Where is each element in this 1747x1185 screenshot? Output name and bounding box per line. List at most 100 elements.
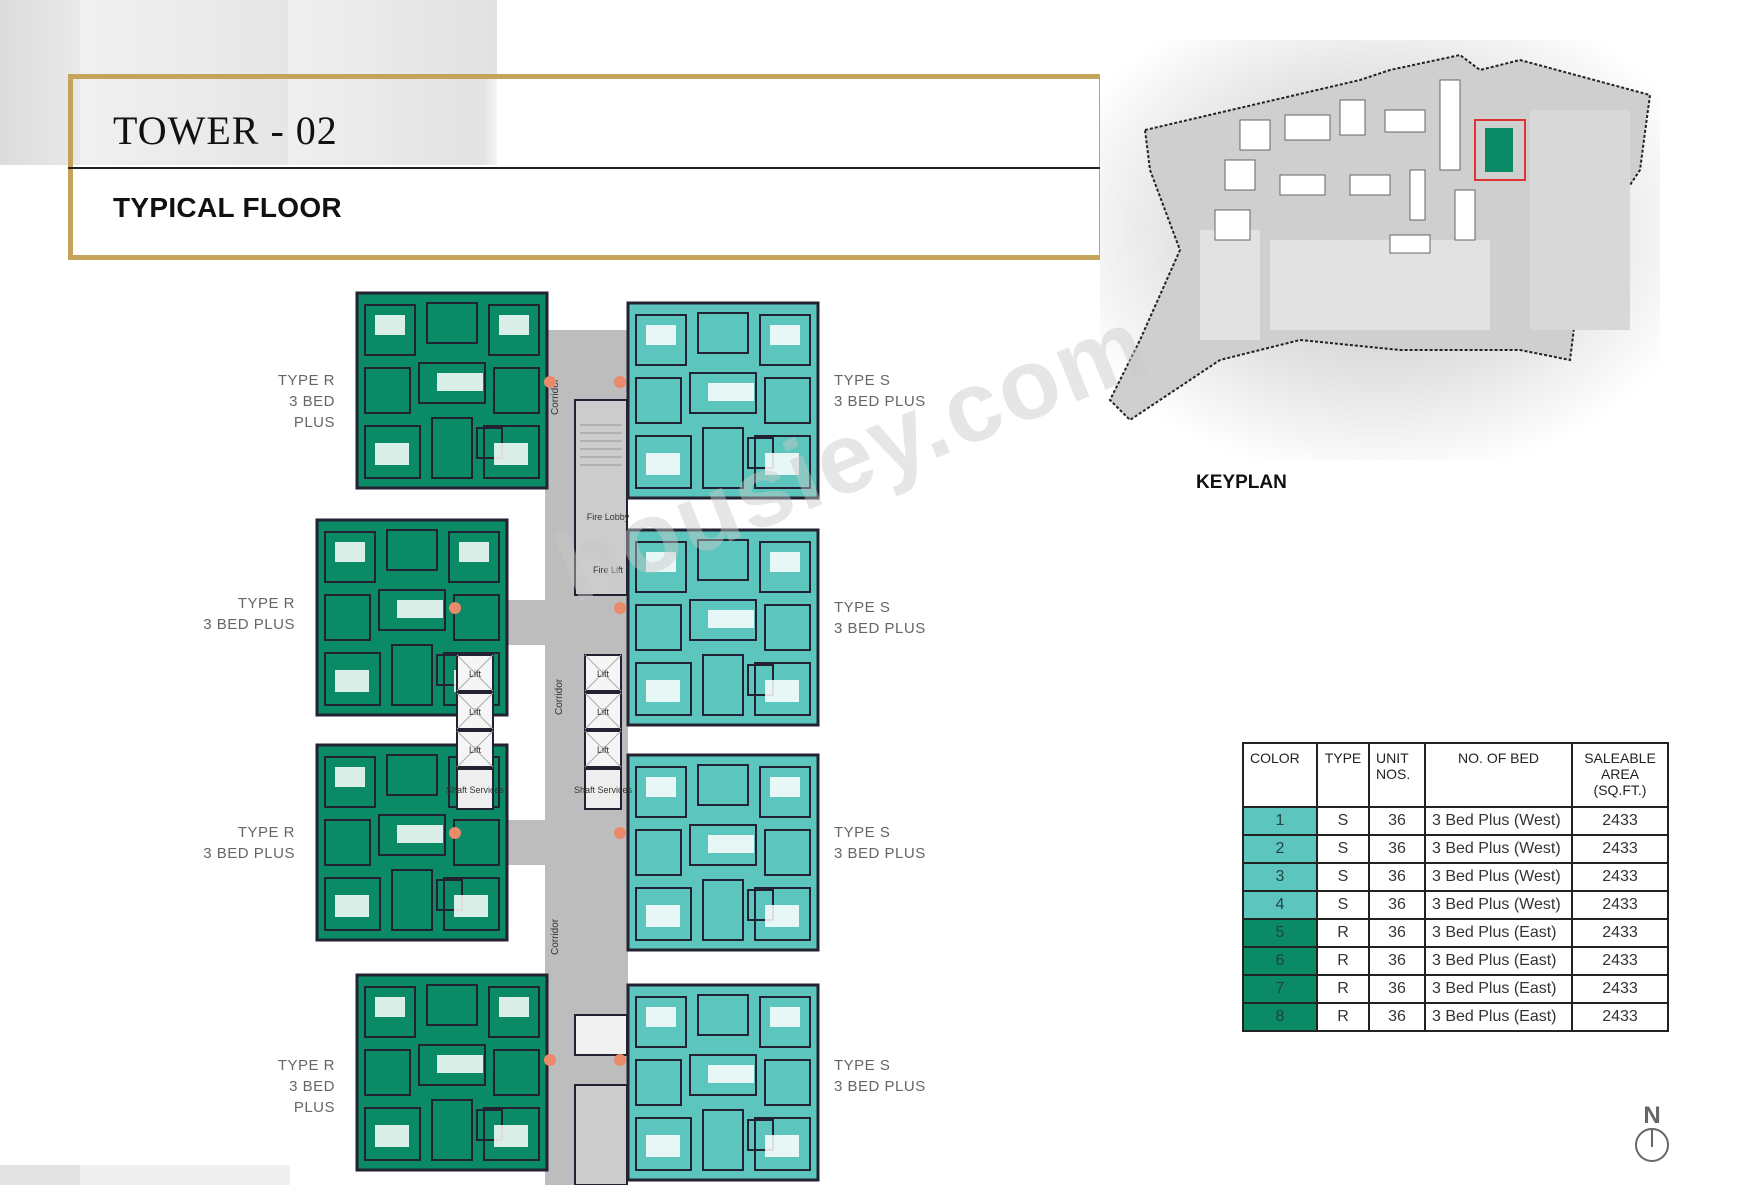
unit-plan-1 — [355, 291, 549, 490]
col-type: TYPE — [1316, 742, 1370, 808]
unit-entry-marker — [449, 827, 461, 839]
unit-type: TYPE R — [237, 824, 295, 841]
unit-plan-8 — [626, 983, 820, 1182]
keyplan-label: KEYPLAN — [1196, 472, 1287, 493]
cell-units: 36 — [1368, 862, 1426, 892]
cell-bed: 3 Bed Plus (East) — [1424, 1002, 1573, 1032]
cell-units: 36 — [1368, 946, 1426, 976]
unit-desc: 3 BED PLUS — [834, 393, 926, 410]
shaft-label: Shaft Services — [574, 785, 633, 795]
cell-units: 36 — [1368, 918, 1426, 948]
cell-bed: 3 Bed Plus (West) — [1424, 806, 1573, 836]
lift-label: Lift — [469, 745, 482, 755]
cell-units: 36 — [1368, 806, 1426, 836]
unit-type: TYPE S — [834, 372, 891, 389]
lift-label: Lift — [597, 707, 610, 717]
corridor-label: Corridor — [550, 918, 561, 955]
unit-desc: 3 BED PLUS — [289, 393, 335, 431]
unit-type: TYPE R — [277, 372, 335, 389]
fire-lobby-label: Fire Lobby — [587, 512, 630, 522]
north-label: N — [1643, 1102, 1661, 1129]
cell-area: 2433 — [1571, 946, 1669, 976]
corridor-label: Corridor — [554, 678, 565, 715]
unit-plan-7 — [626, 753, 820, 952]
unit-table: COLOR TYPE UNIT NOS. NO. OF BED SALEABLE… — [1242, 742, 1669, 1032]
cell-bed: 3 Bed Plus (East) — [1424, 946, 1573, 976]
cell-color: 7 — [1242, 974, 1318, 1004]
cell-type: S — [1316, 862, 1370, 892]
col-bed: NO. OF BED — [1424, 742, 1573, 808]
cell-color: 6 — [1242, 946, 1318, 976]
cell-color: 3 — [1242, 862, 1318, 892]
north-arrow: N — [1633, 1102, 1671, 1168]
cell-area: 2433 — [1571, 1002, 1669, 1032]
cell-area: 2433 — [1571, 918, 1669, 948]
cell-bed: 3 Bed Plus (West) — [1424, 834, 1573, 864]
unit-label-2: TYPE S 3 BED PLUS — [834, 597, 926, 639]
corridor-label: Corridor — [550, 378, 561, 415]
header-box: TOWER - 02 TYPICAL FLOOR — [68, 74, 1104, 260]
cell-color: 4 — [1242, 890, 1318, 920]
divider — [68, 167, 1104, 169]
background-panel-bottom — [0, 1165, 290, 1185]
cell-area: 2433 — [1571, 974, 1669, 1004]
cell-bed: 3 Bed Plus (East) — [1424, 974, 1573, 1004]
unit-label-6: TYPE R 3 BED PLUS — [250, 370, 335, 433]
cell-area: 2433 — [1571, 890, 1669, 920]
cell-area: 2433 — [1571, 834, 1669, 864]
unit-entry-marker — [544, 1054, 556, 1066]
cell-type: R — [1316, 974, 1370, 1004]
shaft-label: Shaft Services — [446, 785, 505, 795]
unit-label-4: TYPE S 3 BED PLUS — [834, 1055, 926, 1097]
cell-units: 36 — [1368, 834, 1426, 864]
cell-area: 2433 — [1571, 862, 1669, 892]
lift-label: Lift — [597, 669, 610, 679]
unit-entry-marker — [544, 376, 556, 388]
unit-plan-5 — [626, 301, 820, 500]
unit-label-1: TYPE S 3 BED PLUS — [834, 370, 926, 412]
unit-plan-6 — [626, 528, 820, 727]
col-units: UNIT NOS. — [1368, 742, 1426, 808]
cell-bed: 3 Bed Plus (West) — [1424, 862, 1573, 892]
col-color: COLOR — [1242, 742, 1318, 808]
cell-type: R — [1316, 918, 1370, 948]
unit-entry-marker — [614, 602, 626, 614]
cell-color: 2 — [1242, 834, 1318, 864]
lift-label: Lift — [469, 707, 482, 717]
unit-desc: 3 BED PLUS — [834, 845, 926, 862]
unit-plan-4 — [355, 973, 549, 1172]
fire-lift-label: Fire Lift — [593, 565, 624, 575]
unit-desc: 3 BED PLUS — [289, 1078, 335, 1116]
unit-type: TYPE S — [834, 599, 891, 616]
unit-desc: 3 BED PLUS — [834, 1078, 926, 1095]
cell-units: 36 — [1368, 1002, 1426, 1032]
unit-type: TYPE S — [834, 1057, 891, 1074]
cell-type: S — [1316, 890, 1370, 920]
cell-bed: 3 Bed Plus (East) — [1424, 918, 1573, 948]
page-subtitle: TYPICAL FLOOR — [113, 192, 342, 223]
unit-desc: 3 BED PLUS — [203, 845, 295, 862]
unit-entry-marker — [449, 602, 461, 614]
lift-label: Lift — [469, 669, 482, 679]
unit-type: TYPE R — [277, 1057, 335, 1074]
unit-label-5: TYPE R 3 BED PLUS — [250, 1055, 335, 1118]
unit-desc: 3 BED PLUS — [834, 620, 926, 637]
unit-label-3: TYPE S 3 BED PLUS — [834, 822, 926, 864]
cell-type: R — [1316, 946, 1370, 976]
cell-type: S — [1316, 806, 1370, 836]
unit-type: TYPE S — [834, 824, 891, 841]
lift-label: Lift — [597, 745, 610, 755]
cell-color: 8 — [1242, 1002, 1318, 1032]
unit-label-8: TYPE R 3 BED PLUS — [200, 822, 295, 864]
unit-type: TYPE R — [237, 595, 295, 612]
unit-entry-marker — [614, 376, 626, 388]
compass-icon — [1635, 1128, 1669, 1162]
